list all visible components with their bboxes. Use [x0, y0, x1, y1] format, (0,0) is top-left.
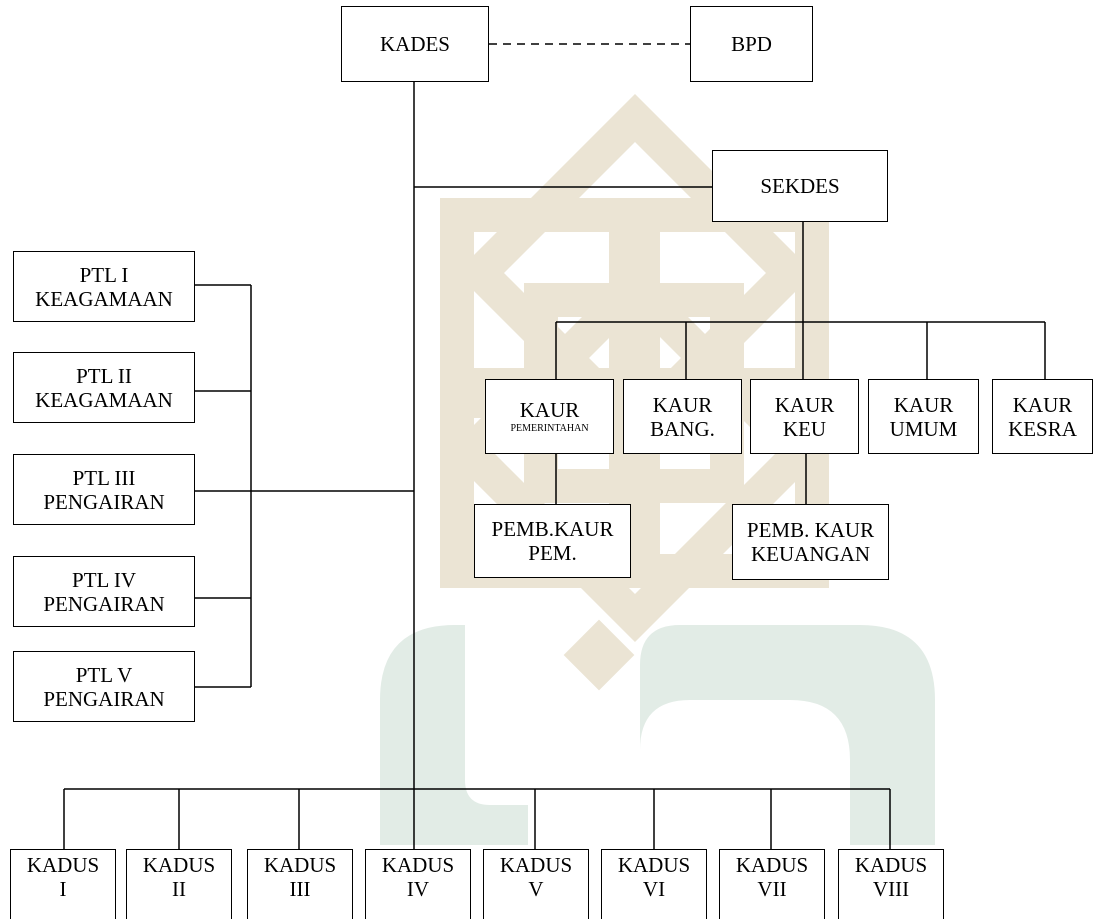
kadus-number: IV: [406, 877, 430, 901]
kadus-number: III: [289, 877, 311, 901]
kadus-number: V: [528, 877, 544, 901]
kaur-title: KAUR: [1012, 392, 1073, 417]
pemb-kaur-keuangan-box: PEMB. KAUR KEUANGAN: [732, 504, 889, 580]
kadus-title: KADUS: [735, 853, 809, 877]
sekdes-label: SEKDES: [760, 174, 840, 198]
ptl-title: PTL I: [79, 262, 129, 287]
kadus-title: KADUS: [617, 853, 691, 877]
kadus-title: KADUS: [499, 853, 573, 877]
ptl-box-2: PTL II KEAGAMAAN: [13, 352, 195, 423]
ptl-title: PTL V: [75, 662, 133, 687]
kadus-number: VIII: [872, 877, 910, 901]
kaur-bang-box: KAUR BANG.: [623, 379, 742, 454]
kadus-box-2: KADUS II: [126, 849, 232, 919]
bpd-box: BPD: [690, 6, 813, 82]
ptl-title: PTL II: [76, 363, 132, 388]
kadus-title: KADUS: [381, 853, 455, 877]
kadus-number: I: [59, 877, 67, 901]
watermark-arch-left: [380, 625, 528, 845]
ptl-field: PENGAIRAN: [43, 591, 165, 616]
kaur-unit: PEMERINTAHAN: [510, 423, 589, 434]
pemb-kaur-pem-box: PEMB.KAUR PEM.: [474, 504, 631, 578]
kadus-number: II: [172, 877, 186, 901]
ptl-title: PTL III: [72, 465, 136, 490]
bpd-label: BPD: [731, 32, 772, 56]
kaur-title: KAUR: [893, 392, 954, 417]
sekdes-box: SEKDES: [712, 150, 888, 222]
ptl-title: PTL IV: [72, 567, 136, 592]
ptl-field: KEAGAMAAN: [35, 286, 173, 311]
kadus-title: KADUS: [263, 853, 337, 877]
kaur-title: KAUR: [519, 398, 580, 422]
ptl-box-5: PTL V PENGAIRAN: [13, 651, 195, 722]
kaur-keu-box: KAUR KEU: [750, 379, 859, 454]
kaur-unit: UMUM: [889, 416, 958, 441]
kadus-box-7: KADUS VII: [719, 849, 825, 919]
kades-box: KADES: [341, 6, 489, 82]
kaur-umum-box: KAUR UMUM: [868, 379, 979, 454]
ptl-box-4: PTL IV PENGAIRAN: [13, 556, 195, 627]
kadus-box-8: KADUS VIII: [838, 849, 944, 919]
kaur-title: KAUR: [652, 392, 713, 417]
ptl-field: PENGAIRAN: [43, 686, 165, 711]
kadus-title: KADUS: [142, 853, 216, 877]
kadus-box-5: KADUS V: [483, 849, 589, 919]
kaur-unit: KESRA: [1008, 416, 1077, 441]
kadus-box-4: KADUS IV: [365, 849, 471, 919]
ptl-box-3: PTL III PENGAIRAN: [13, 454, 195, 525]
kadus-box-3: KADUS III: [247, 849, 353, 919]
ptl-field: KEAGAMAAN: [35, 387, 173, 412]
kadus-title: KADUS: [854, 853, 928, 877]
kaur-kesra-box: KAUR KESRA: [992, 379, 1093, 454]
kadus-title: KADUS: [26, 853, 100, 877]
kadus-box-1: KADUS I: [10, 849, 116, 919]
kaur-unit: KEU: [782, 416, 827, 441]
kadus-number: VI: [642, 877, 666, 901]
watermark-arch-right: [640, 625, 935, 845]
pemb-title: PEMB.KAUR: [491, 517, 614, 541]
pemb-unit: KEUANGAN: [751, 542, 870, 566]
pemb-title: PEMB. KAUR: [746, 518, 875, 542]
kaur-title: KAUR: [774, 392, 835, 417]
kaur-pemerintahan-box: KAUR PEMERINTAHAN: [485, 379, 614, 454]
watermark-dot: [563, 619, 635, 691]
kades-label: KADES: [379, 32, 450, 56]
ptl-field: PENGAIRAN: [43, 489, 165, 514]
kaur-unit: BANG.: [650, 416, 715, 441]
ptl-box-1: PTL I KEAGAMAAN: [13, 251, 195, 322]
pemb-unit: PEM.: [528, 541, 577, 565]
kadus-number: VII: [757, 877, 787, 901]
kadus-box-6: KADUS VI: [601, 849, 707, 919]
